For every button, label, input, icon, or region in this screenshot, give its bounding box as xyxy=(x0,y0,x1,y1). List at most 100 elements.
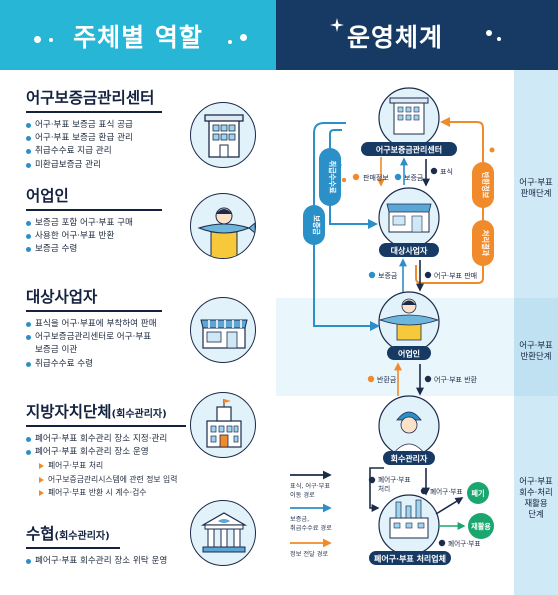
role-item: 어구·부표 보증금 표식 공급 xyxy=(26,119,162,132)
center-building-icon xyxy=(389,97,429,135)
role-item: 폐어구·부표 회수관리 장소 지정·관리 xyxy=(26,433,186,446)
role-item: 보증금 포함 어구·부표 구매 xyxy=(26,217,162,230)
role-subitem: 어구보증금관리시스템에 관련 정보 입력 xyxy=(26,473,186,486)
role-items: 보증금 포함 어구·부표 구매 사용한 어구·부표 반환 보증금 수령 xyxy=(26,217,162,257)
stage-col-return xyxy=(514,298,558,396)
processor-factory-icon xyxy=(389,499,429,539)
waste-right-label: 폐어구·부표 xyxy=(430,487,462,496)
role-item: 어구·부표 보증금 환급 관리 xyxy=(26,132,162,145)
disposal-label: 폐기 xyxy=(471,489,484,498)
role-name: 수협(회수관리자) xyxy=(26,525,110,543)
refund-tag-label: 보증금 xyxy=(312,215,321,235)
role-underline xyxy=(26,425,186,427)
role-items: 폐어구·부표 회수관리 장소 위탁 운영 xyxy=(26,555,167,568)
role-section-suhyup: 수협(회수관리자) 폐어구·부표 회수관리 장소 위탁 운영 xyxy=(26,522,167,568)
result-tag-label: 처리결과 xyxy=(481,230,490,257)
recycle-label: 재활용 xyxy=(471,522,491,531)
decor-dot xyxy=(34,36,41,43)
building-icon xyxy=(190,102,256,168)
processor-pill xyxy=(369,551,451,565)
role-item: 취급수수료 수령 xyxy=(26,358,162,371)
waste-bottom-label: 폐어구·부표 xyxy=(448,539,480,548)
processor-label: 폐어구·부표 처리업체 xyxy=(374,554,446,564)
fisher-deposit-label: 보증금 xyxy=(378,272,398,280)
role-underline xyxy=(26,111,162,113)
role-underline xyxy=(26,209,162,211)
legend-text: 취급수수료 경로 xyxy=(290,524,332,532)
role-items: 표식을 어구·부표에 부착하여 판매 어구보증금관리센터로 어구·부표 보증금 … xyxy=(26,318,162,371)
role-name: 어업인 xyxy=(26,187,69,205)
role-item: 사용한 어구·부표 반환 xyxy=(26,230,162,243)
mark-label: 표식 xyxy=(440,167,453,176)
gear-sale-label: 어구·부표 판매 xyxy=(434,271,477,280)
role-items: 폐어구·부표 회수관리 장소 지정·관리 폐어구·부표 회수관리 장소 운영 폐… xyxy=(26,433,186,499)
deposit-up-label: 보증금 xyxy=(404,174,424,182)
refund-tag xyxy=(303,205,325,245)
decor-dot xyxy=(228,40,232,44)
role-item: 표식을 어구·부표에 부착하여 판매 xyxy=(26,318,162,331)
waste-left-label-2: 처리 xyxy=(378,484,390,493)
role-name: 대상사업자 xyxy=(26,288,98,306)
left-header: 주체별 역할 xyxy=(0,0,276,70)
role-item: 미환급보증금 관리 xyxy=(26,159,162,172)
business-store-icon xyxy=(386,203,432,233)
disposal-bubble xyxy=(467,482,489,504)
recycle-bubble xyxy=(468,513,494,539)
role-underline xyxy=(26,310,162,312)
role-item: 보증금 이관 xyxy=(35,345,78,356)
role-section-center: 어구보증금관리센터 어구·부표 보증금 표식 공급 어구·부표 보증금 환급 관… xyxy=(26,86,162,172)
decor-dot xyxy=(497,37,501,41)
right-title: 운영체계 xyxy=(346,23,443,52)
decor-dot xyxy=(240,34,247,41)
role-section-local-gov: 지방자치단체(회수관리자) 폐어구·부표 회수관리 장소 지정·관리 폐어구·부… xyxy=(26,400,186,499)
center-pill xyxy=(361,142,457,156)
sales-info-label: 판매정보 xyxy=(363,173,389,182)
role-section-fisher: 어업인 보증금 포함 어구·부표 구매 사용한 어구·부표 반환 보증금 수령 xyxy=(26,184,162,257)
role-item: 취급수수료 지급 관리 xyxy=(26,145,162,158)
legend-text: 이동 경로 xyxy=(290,491,315,499)
fisher-label: 어업인 xyxy=(398,349,420,359)
business-pill xyxy=(379,243,439,257)
decor-dot xyxy=(486,30,492,36)
role-name: 어구보증금관리센터 xyxy=(26,89,155,107)
role-item: 어구보증금관리센터로 어구·부표 xyxy=(26,331,162,344)
legend: 표식, 어구·부표 이동 경로 보증금, 취급수수료 경로 정보 전달 경로 xyxy=(290,470,332,558)
result-tag xyxy=(472,220,494,266)
refund-money-label: 반환금 xyxy=(377,375,397,384)
stage-col-process xyxy=(514,396,558,595)
fee-route xyxy=(329,129,378,229)
role-name: 지방자치단체(회수관리자) xyxy=(26,403,167,421)
fisher-icon xyxy=(190,193,256,259)
business-label: 대상사업자 xyxy=(391,246,428,256)
stage-col-sales xyxy=(514,70,558,298)
refund-route xyxy=(313,122,380,331)
flow-diagram: 어구보증금관리센터 대상사업자 어업인 회수관리자 폐어구·부표 처리업체 보증… xyxy=(290,87,495,565)
role-subitem: 폐어구·부표 처리 xyxy=(26,459,186,472)
bank-icon xyxy=(190,500,256,566)
role-section-business: 대상사업자 표식을 어구·부표에 부착하여 판매 어구보증금관리센터로 어구·부… xyxy=(26,285,162,371)
info-route xyxy=(415,117,484,284)
cityhall-icon xyxy=(190,392,256,458)
fee-tag-label: 취급수수료 xyxy=(328,160,337,193)
fee-tag xyxy=(319,148,341,206)
decor-dot xyxy=(49,38,53,42)
role-underline xyxy=(26,547,120,549)
sparkle-icon xyxy=(330,18,344,32)
legend-text: 표식, 어구·부표 xyxy=(290,482,330,490)
disposal-arrow xyxy=(435,497,464,515)
role-item: 보증금 수령 xyxy=(26,243,162,256)
role-items: 어구·부표 보증금 표식 공급 어구·부표 보증금 환급 관리 취급수수료 지급… xyxy=(26,119,162,172)
store-icon xyxy=(190,297,256,363)
left-title: 주체별 역할 xyxy=(73,23,203,52)
fisher-pill xyxy=(387,346,431,360)
center-label: 어구보증금관리센터 xyxy=(376,145,442,155)
role-item: 폐어구·부표 회수관리 장소 위탁 운영 xyxy=(26,555,167,568)
legend-text: 정보 전달 경로 xyxy=(290,550,328,558)
collector-label: 회수관리자 xyxy=(391,454,428,464)
gear-return-label: 어구·부표 반환 xyxy=(434,375,478,384)
fisher-person-icon xyxy=(378,298,440,341)
refund-info-tag xyxy=(472,162,494,208)
